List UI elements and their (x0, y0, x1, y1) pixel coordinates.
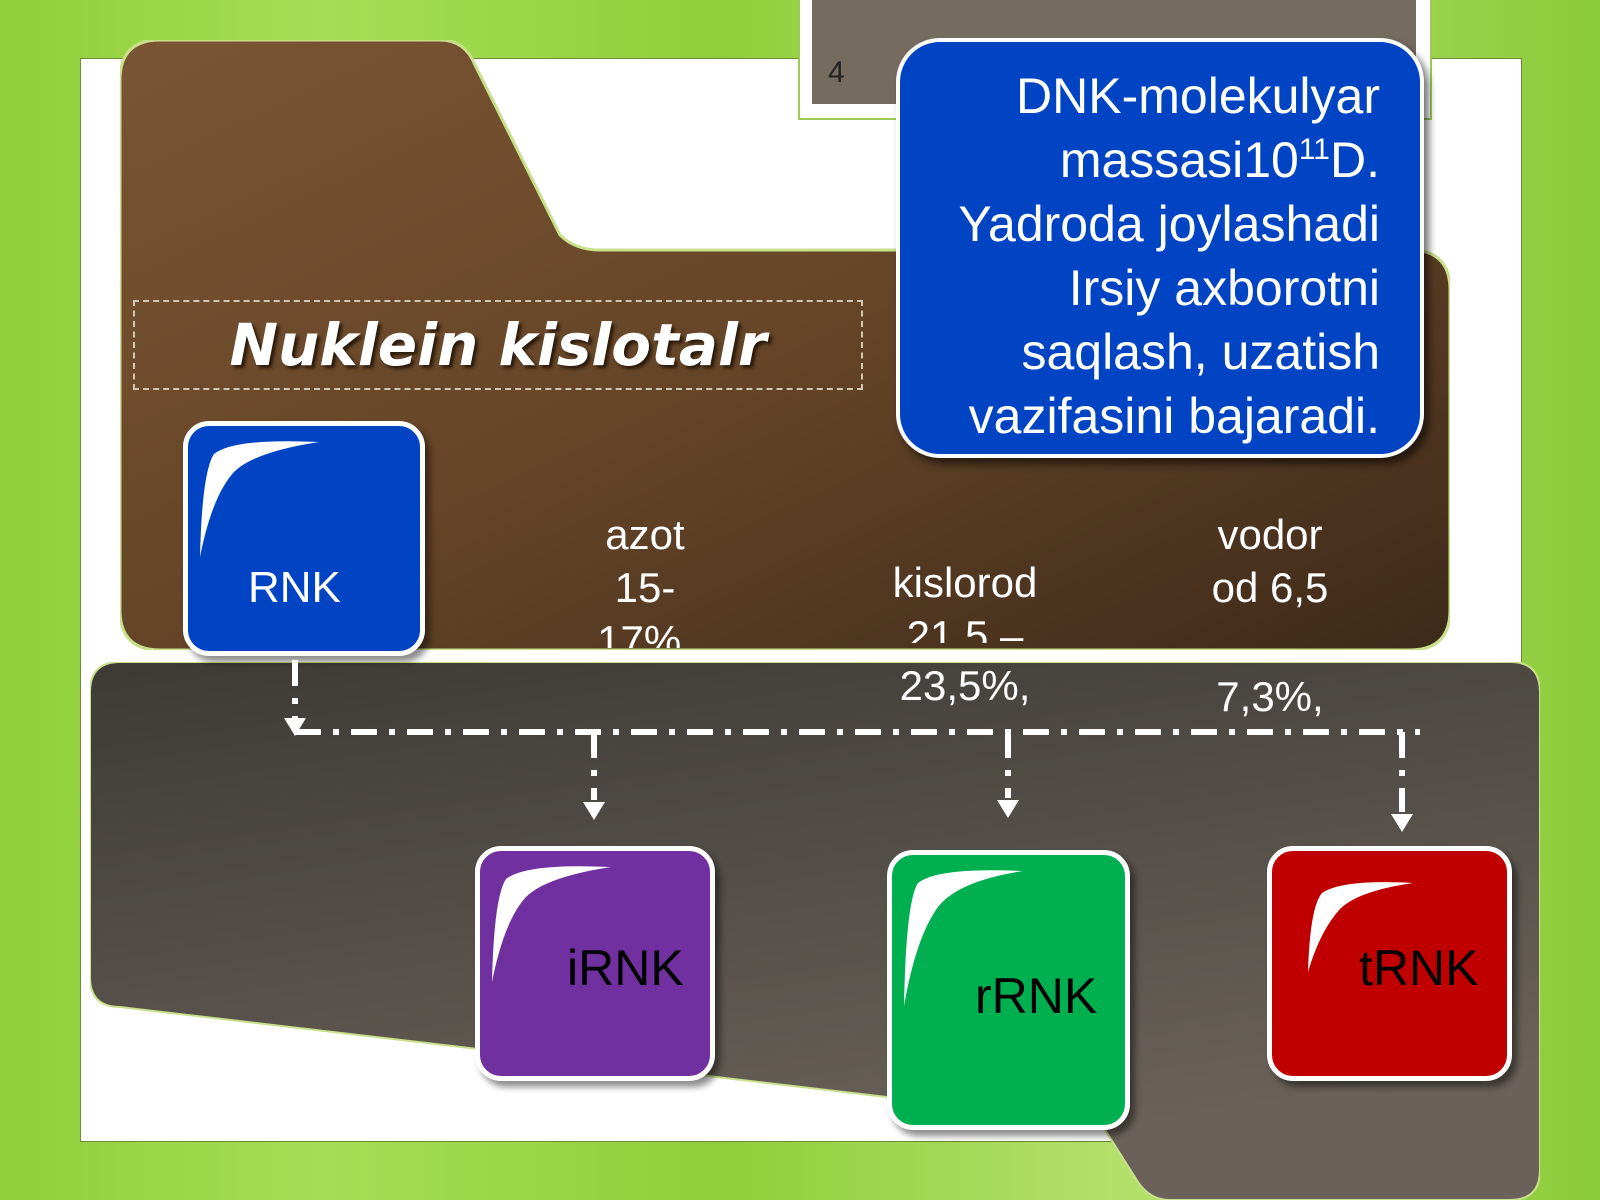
slide-title: Nuklein kislotalr (229, 311, 767, 379)
dnk-line-6: vazifasini bajaradi. (968, 388, 1380, 444)
rrnk-tile: rRNK (887, 850, 1130, 1130)
page-number: 4 (828, 56, 845, 89)
arrowhead-irnk (583, 802, 605, 820)
tile-gloss-icon (200, 441, 319, 557)
vodorod-stat: vodor od 6,5 7,3%, (1165, 508, 1375, 723)
dnk-line-5: saqlash, uzatish (1021, 324, 1380, 380)
azot-stat: azot 15- 17%, (560, 508, 730, 648)
azot-line-2: 15- (614, 564, 676, 611)
rnk-tile: RNK (183, 421, 425, 656)
dnk-callout: DNK-molekulyar massasi1011D. Yadroda joy… (896, 38, 1424, 458)
dnk-line-4: Irsiy axborotni (1068, 260, 1380, 316)
tile-gloss-icon (492, 866, 611, 982)
tile-gloss-icon (904, 870, 1023, 1006)
trnk-label: tRNK (1359, 940, 1479, 996)
lower-panel-shape (90, 662, 1540, 1200)
dnk-mass-exponent: 11 (1298, 133, 1330, 166)
trnk-tile: tRNK (1267, 846, 1512, 1081)
kislorod-line-2: 21,5 – (906, 612, 1024, 643)
kislorod-line-1: kislorod (892, 559, 1038, 606)
rnk-label: RNK (248, 563, 341, 612)
azot-line-1: azot (605, 511, 685, 558)
dnk-mass-text: massasi10 (1059, 132, 1299, 188)
vodorod-line-3: 7,3%, (1216, 673, 1324, 720)
vodorod-line-1: vodor (1217, 511, 1323, 558)
dnk-line-1: DNK-molekulyar (1016, 68, 1380, 124)
folder-shape (120, 40, 1450, 650)
rrnk-label: rRNK (975, 968, 1098, 1024)
dnk-line-2: massasi1011D. (920, 128, 1380, 192)
kislorod-stat: kislorod 21,5 – 23,5%, (855, 556, 1075, 712)
title-placeholder-frame (133, 300, 863, 390)
irnk-label: iRNK (567, 940, 684, 996)
arrowhead-trnk (1391, 814, 1413, 832)
azot-line-3: 17%, (597, 617, 693, 648)
kislorod-line-3: 23,5%, (899, 662, 1031, 709)
vodorod-line-2: od 6,5 (1211, 564, 1329, 611)
arrowhead-rrnk (997, 800, 1019, 818)
irnk-tile: iRNK (475, 846, 715, 1081)
dnk-line-3: Yadroda joylashadi (958, 196, 1380, 252)
arrowhead-rnk (284, 718, 306, 736)
tile-gloss-icon (1308, 882, 1413, 972)
dnk-mass-unit: D. (1330, 132, 1380, 188)
